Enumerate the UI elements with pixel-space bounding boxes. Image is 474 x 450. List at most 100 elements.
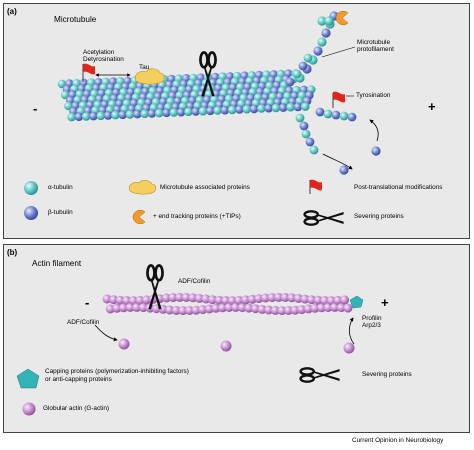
tip-protein	[335, 10, 349, 26]
tip-icon	[132, 209, 146, 225]
f-actin-monomer	[280, 293, 290, 302]
tips-legend: + end tracking proteins (+TIPs)	[153, 213, 241, 220]
f-actin-monomer	[270, 305, 280, 315]
alpha-tubulin	[57, 79, 67, 89]
ptm-flag-tyrosination	[332, 91, 345, 108]
beta-tubulin	[162, 108, 171, 118]
f-actin-monomer	[178, 306, 188, 316]
alpha-tubulin-legend: α-tubulin	[48, 184, 73, 191]
actin-plus-label: +	[381, 295, 389, 310]
ptm-flag-icon	[309, 179, 322, 194]
alpha-tubulin	[81, 112, 91, 121]
f-actin-monomer	[185, 306, 194, 315]
alpha-tubulin	[323, 109, 333, 119]
f-actin-monomer	[128, 296, 138, 306]
alpha-tubulin	[213, 106, 222, 115]
alpha-tubulin	[309, 145, 319, 155]
tau-protein	[135, 68, 165, 85]
beta-tubulin	[321, 28, 331, 38]
capping-legend-2: or anti-capping proteins	[45, 376, 112, 383]
beta-tubulin	[133, 109, 142, 119]
f-actin-monomer	[122, 296, 132, 305]
f-actin-monomer	[142, 295, 152, 305]
f-actin-monomer	[224, 303, 234, 312]
f-actin-monomer	[241, 295, 251, 305]
alpha-tubulin	[184, 107, 193, 117]
protofilament-pointer	[321, 46, 356, 58]
beta-tubulin	[103, 111, 113, 120]
f-actin-monomer	[214, 295, 224, 305]
alpha-tubulin	[198, 106, 208, 116]
beta-tubulin	[235, 105, 244, 114]
g-actin-legend: Globular actin (G-actin)	[43, 405, 110, 412]
f-actin-monomer	[194, 293, 204, 303]
alpha-tubulin	[300, 102, 310, 111]
f-actin-monomer	[274, 292, 284, 302]
ptm-legend: Post-translational modifications	[354, 184, 443, 191]
f-actin-monomer	[119, 303, 128, 313]
f-actin-monomer	[211, 303, 221, 313]
alpha-tubulin	[271, 103, 281, 113]
beta-tubulin	[249, 104, 259, 114]
alpha-tubulin	[96, 111, 106, 121]
f-actin-monomer	[330, 302, 340, 312]
f-actin-monomer	[277, 306, 287, 316]
f-actin-monomer	[208, 295, 218, 305]
beta-tubulin	[313, 46, 323, 56]
beta-tubulin	[299, 121, 309, 131]
protofilament-label-1: Microtubule	[357, 39, 391, 46]
f-actin-monomer	[112, 303, 122, 313]
map-icon	[129, 180, 157, 195]
f-actin-monomer	[260, 293, 270, 303]
f-actin-monomer	[320, 296, 330, 305]
beta-tubulin-legend: β-tubulin	[48, 209, 73, 216]
f-actin-monomer	[175, 292, 185, 302]
footer-credit: Current Opinion in Neurobiology	[352, 437, 444, 444]
severing-legend-a: Severing proteins	[354, 213, 404, 220]
ptm-flag-acetylation	[82, 63, 95, 82]
beta-tubulin	[264, 103, 274, 113]
g-actin-icon	[22, 402, 36, 416]
f-actin-monomer	[105, 304, 115, 314]
f-actin-monomer	[132, 302, 142, 312]
beta-tubulin	[206, 106, 215, 116]
alpha-tubulin	[292, 69, 302, 79]
f-actin-monomer	[231, 302, 241, 312]
severing-scissors-icon	[303, 210, 345, 226]
f-actin-monomer	[336, 303, 346, 313]
beta-tubulin	[293, 102, 303, 112]
capping-icon	[16, 368, 40, 389]
f-actin-monomer	[227, 296, 237, 306]
alpha-tubulin	[303, 53, 313, 63]
beta-tubulin-icon	[24, 206, 38, 220]
beta-tubulin	[339, 165, 349, 175]
f-actin-monomer	[284, 306, 293, 315]
alpha-tubulin	[301, 129, 311, 139]
g-actin-monomer	[220, 340, 232, 352]
alpha-tubulin	[317, 37, 327, 47]
microtubule-structure	[57, 11, 381, 175]
f-actin-monomer	[125, 303, 135, 312]
beta-tubulin	[331, 110, 341, 120]
alpha-tubulin	[111, 110, 120, 120]
f-actin-monomer	[264, 305, 274, 315]
f-actin-monomer	[317, 303, 326, 313]
f-actin-monomer	[138, 303, 148, 313]
detyrosination-label: Detyrosination	[83, 56, 124, 63]
f-actin-monomer	[333, 295, 343, 305]
f-actin-monomer	[237, 303, 247, 313]
actin-title: Actin filament	[32, 259, 82, 268]
g-actin-monomer	[343, 342, 355, 354]
beta-tubulin	[191, 107, 200, 116]
beta-tubulin	[220, 105, 230, 115]
beta-tubulin	[371, 146, 381, 156]
f-actin-monomer	[340, 295, 350, 305]
severing-legend-b: Severing proteins	[362, 371, 412, 378]
alpha-tubulin	[125, 110, 135, 119]
f-actin-monomer	[290, 305, 300, 315]
f-actin-monomer	[218, 303, 227, 313]
beta-tubulin	[298, 61, 308, 71]
beta-tubulin	[89, 111, 98, 121]
f-actin-monomer	[234, 295, 244, 305]
f-actin-monomer	[161, 293, 171, 303]
